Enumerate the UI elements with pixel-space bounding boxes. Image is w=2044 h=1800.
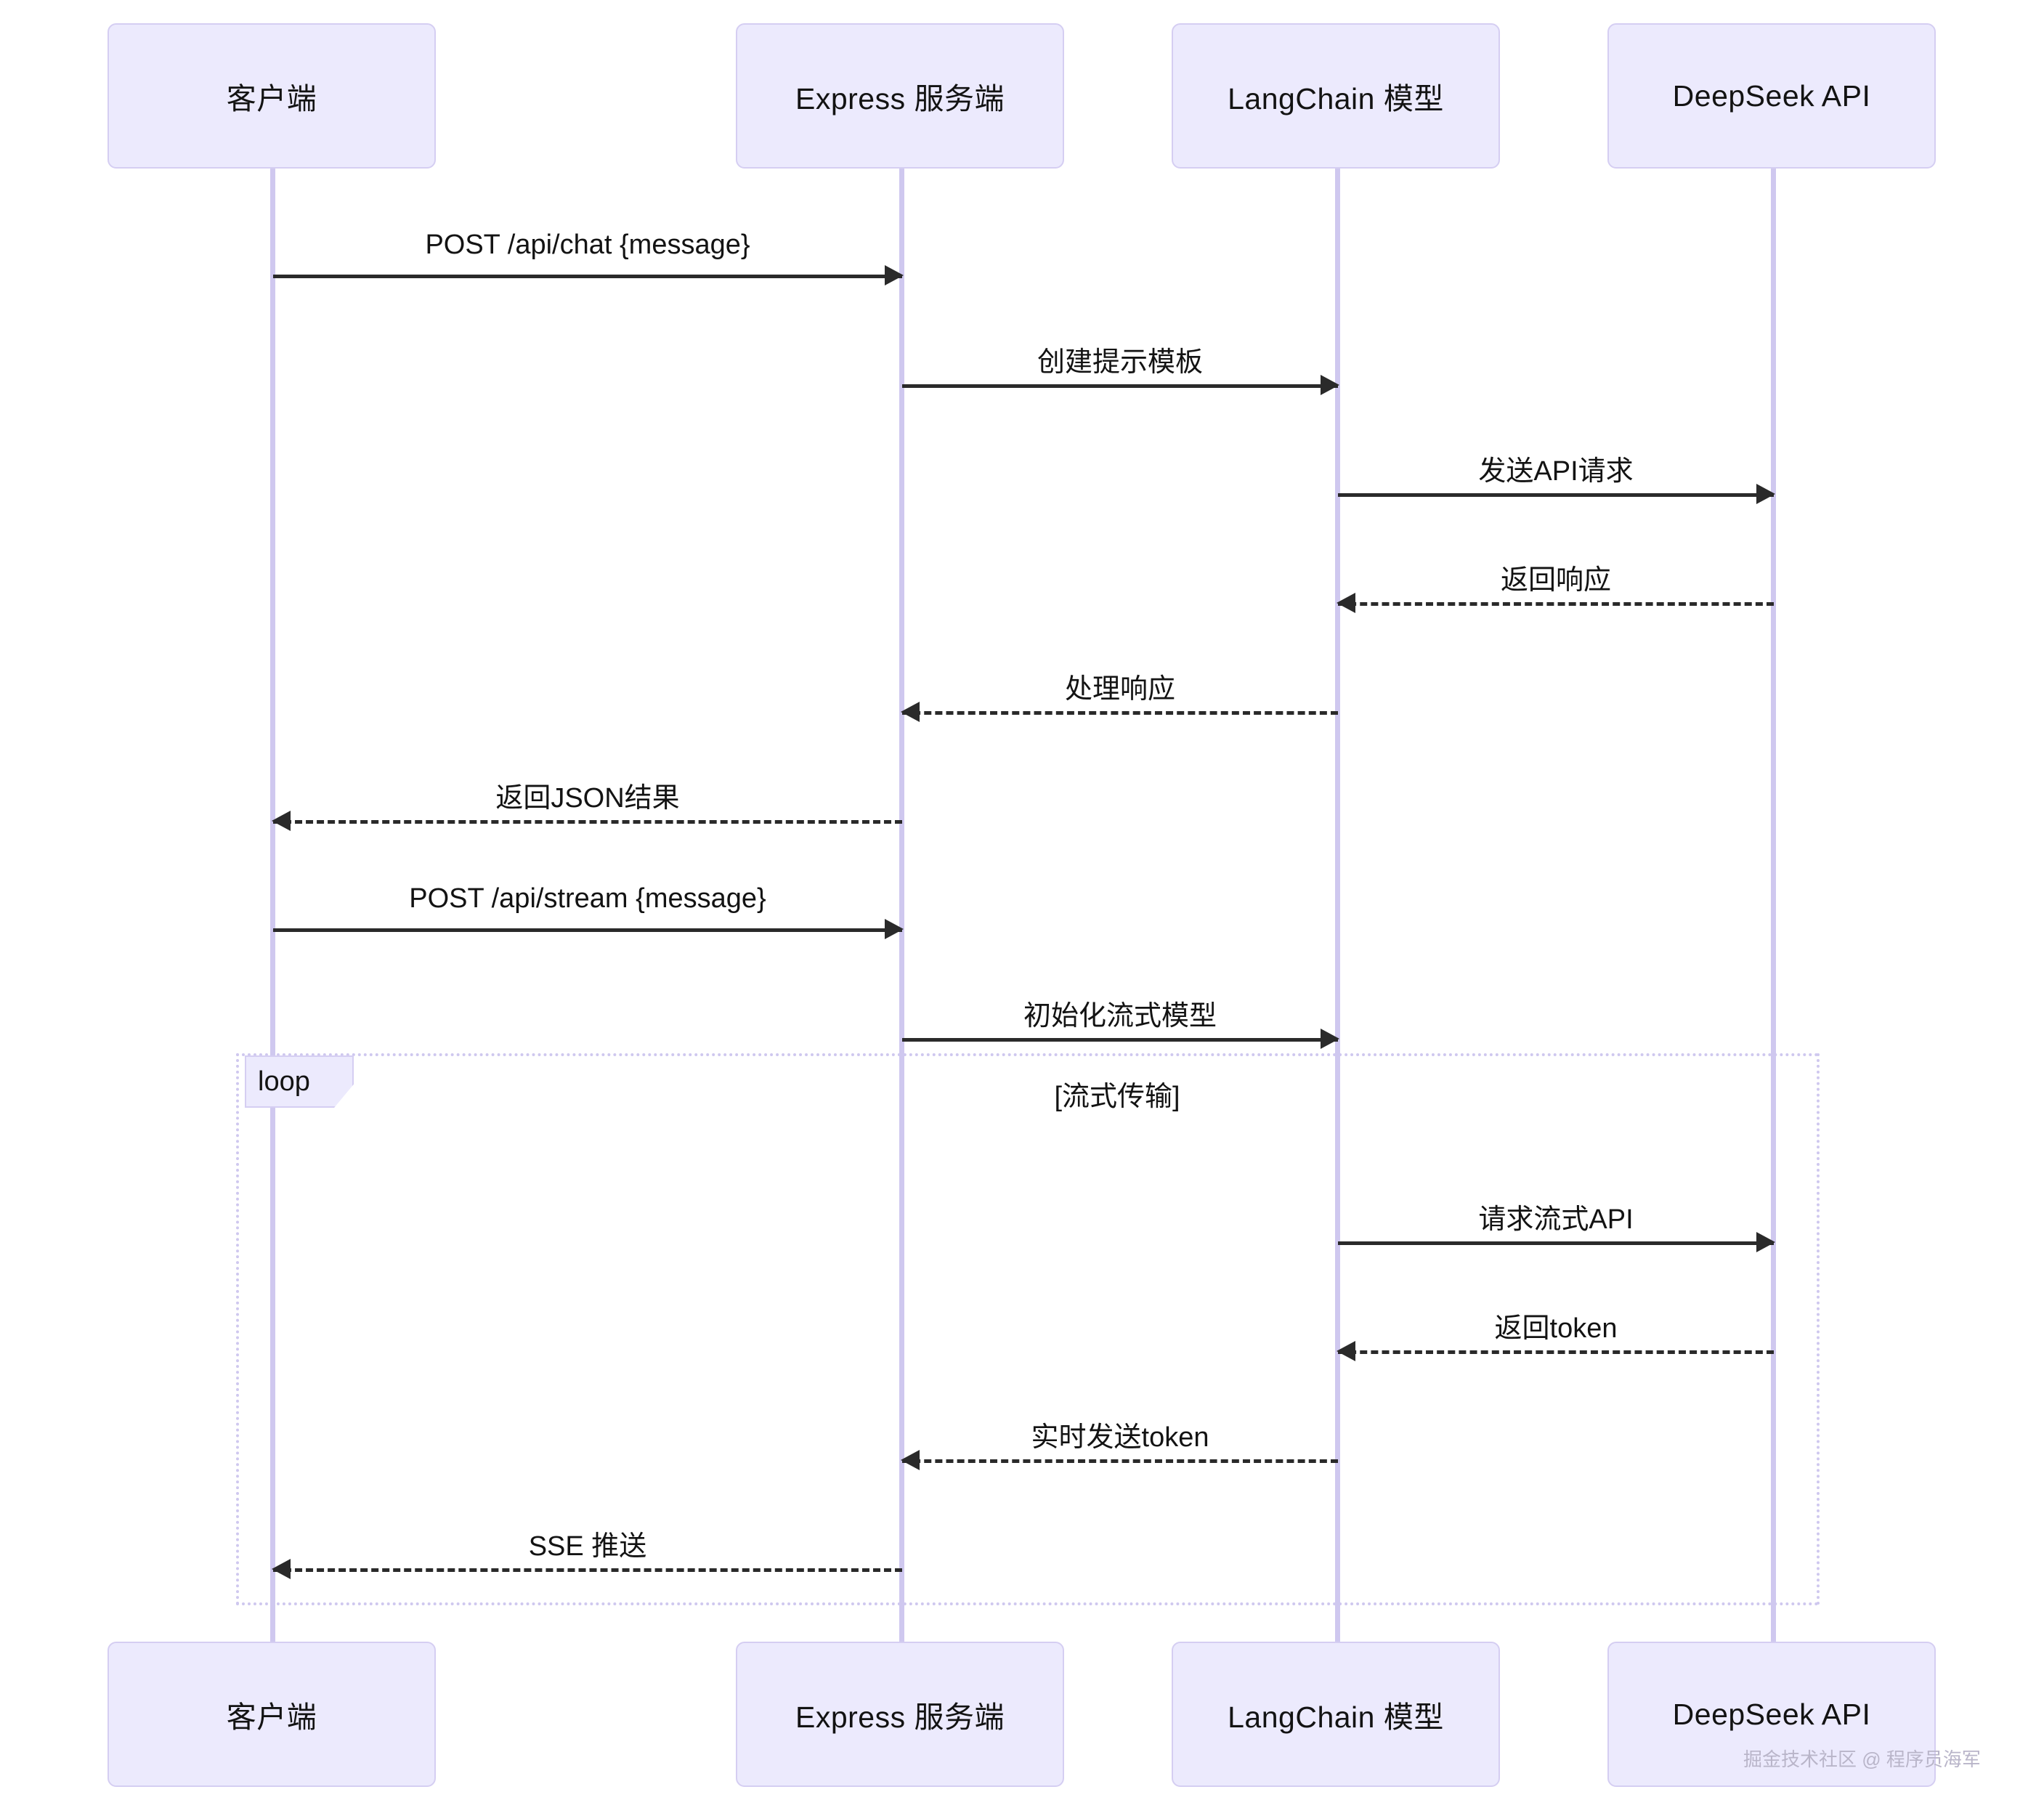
lifeline-express <box>899 167 904 1642</box>
message-line <box>902 1459 1338 1463</box>
arrowhead-left-icon <box>1337 593 1355 613</box>
watermark-text: 掘金技术社区 @ 程序员海军 <box>1743 1748 1981 1770</box>
message-label: 请求流式API <box>1478 1204 1634 1235</box>
message-label: 初始化流式模型 <box>1023 1001 1217 1031</box>
participant-label: DeepSeek API <box>1672 1697 1871 1731</box>
message-line <box>902 1038 1338 1042</box>
arrowhead-left-icon <box>901 702 920 722</box>
arrowhead-left-icon <box>901 1450 920 1470</box>
message-label: 返回token <box>1494 1313 1618 1344</box>
message-line <box>902 384 1338 388</box>
arrowhead-right-icon <box>1756 1232 1775 1252</box>
participant-langchain-top[interactable]: LangChain 模型 <box>1172 23 1500 169</box>
arrowhead-left-icon <box>1337 1341 1355 1361</box>
message-line <box>1338 602 1774 606</box>
participant-langchain-bottom[interactable]: LangChain 模型 <box>1172 1642 1500 1787</box>
participant-express-top[interactable]: Express 服务端 <box>736 23 1064 169</box>
participant-label: LangChain 模型 <box>1228 1700 1444 1734</box>
lifeline-deepseek <box>1771 167 1776 1642</box>
arrowhead-left-icon <box>272 811 291 831</box>
participant-client-top[interactable]: 客户端 <box>108 23 436 169</box>
message-label: 处理响应 <box>1064 674 1175 705</box>
message-label: 返回响应 <box>1500 565 1611 596</box>
message-line <box>1338 1350 1774 1354</box>
participant-label: 客户端 <box>226 82 317 115</box>
loop-condition-label: [流式传输] <box>1054 1082 1180 1112</box>
participant-deepseek-bottom[interactable]: DeepSeek API <box>1607 1642 1936 1787</box>
participant-client-bottom[interactable]: 客户端 <box>108 1642 436 1787</box>
message-line <box>273 928 902 932</box>
message-label: 返回JSON结果 <box>495 783 680 814</box>
loop-tag-label: loop <box>258 1066 310 1097</box>
loop-fragment-frame <box>236 1053 1820 1605</box>
message-label: 发送API请求 <box>1478 456 1634 487</box>
participant-label: Express 服务端 <box>795 82 1005 115</box>
message-label: SSE 推送 <box>528 1531 647 1562</box>
arrowhead-right-icon <box>1756 484 1775 504</box>
message-label: POST /api/chat {message} <box>425 230 750 260</box>
participant-label: DeepSeek API <box>1672 78 1871 113</box>
message-label: POST /api/stream {message} <box>409 883 766 914</box>
participant-express-bottom[interactable]: Express 服务端 <box>736 1642 1064 1787</box>
participant-deepseek-top[interactable]: DeepSeek API <box>1607 23 1936 169</box>
message-label: 实时发送token <box>1031 1422 1209 1453</box>
participant-label: 客户端 <box>226 1700 317 1734</box>
message-line <box>273 1568 902 1572</box>
message-line <box>273 820 902 824</box>
arrowhead-right-icon <box>885 265 904 285</box>
participant-label: LangChain 模型 <box>1228 82 1444 115</box>
lifeline-client <box>270 167 275 1642</box>
message-label: 创建提示模板 <box>1037 347 1203 378</box>
message-line <box>273 275 902 278</box>
lifeline-langchain <box>1335 167 1340 1642</box>
participant-label: Express 服务端 <box>795 1700 1005 1734</box>
arrowhead-right-icon <box>1321 375 1339 395</box>
arrowhead-left-icon <box>272 1559 291 1579</box>
loop-fragment-tag: loop <box>245 1055 354 1108</box>
message-line <box>902 711 1338 715</box>
arrowhead-right-icon <box>885 919 904 939</box>
arrowhead-right-icon <box>1321 1029 1339 1049</box>
message-line <box>1338 493 1774 497</box>
message-line <box>1338 1241 1774 1245</box>
